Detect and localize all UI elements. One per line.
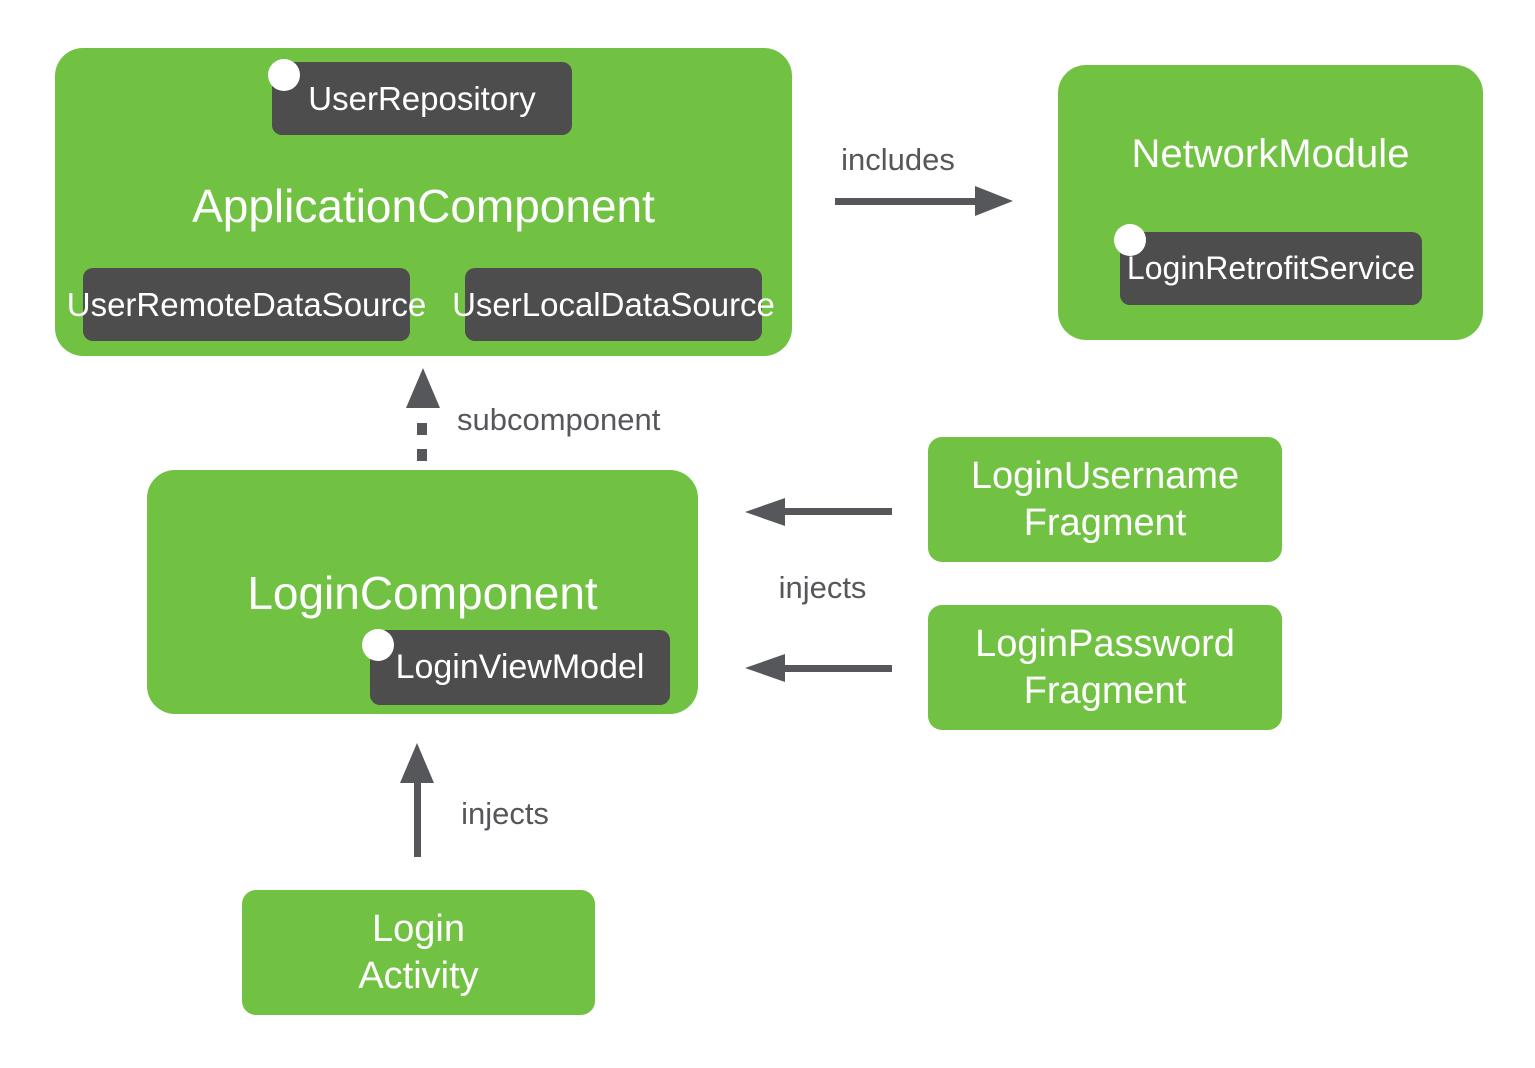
includes-arrowhead-icon (975, 186, 1013, 216)
login-view-model-label: LoginViewModel (395, 648, 645, 686)
user-repository-label: UserRepository (308, 79, 536, 117)
user-local-data-source-badge: UserLocalDataSource (452, 268, 775, 341)
activity-injects-edge-label: injects (461, 796, 549, 831)
password-injects-arrowhead-icon (745, 654, 785, 682)
login-password-fragment-line2: Fragment (1023, 669, 1187, 712)
application-component-title: ApplicationComponent (192, 180, 655, 232)
username-injects-arrowhead-icon (745, 498, 785, 526)
user-remote-data-source-label: UserRemoteDataSource (66, 285, 427, 323)
login-activity-line1: Login (372, 907, 465, 950)
includes-edge-label: includes (841, 142, 955, 177)
includes-arrow-shaft (835, 198, 977, 205)
password-injects-arrow-shaft (783, 665, 892, 672)
login-password-fragment-box: LoginPassword Fragment (928, 605, 1282, 730)
login-password-fragment-line1: LoginPassword (975, 622, 1235, 665)
fragments-injects-edge-label: injects (778, 570, 867, 605)
scope-dot-icon (362, 629, 394, 661)
subcomponent-arrowhead-icon (406, 368, 440, 408)
login-retrofit-service-label: LoginRetrofitService (1126, 250, 1416, 286)
login-username-fragment-line2: Fragment (1023, 501, 1187, 544)
subcomponent-edge-label: subcomponent (457, 402, 661, 437)
activity-injects-arrowhead-icon (400, 743, 434, 783)
network-module-title: NetworkModule (1131, 132, 1410, 176)
login-retrofit-service-badge: LoginRetrofitService (1114, 224, 1422, 305)
user-local-data-source-label: UserLocalDataSource (452, 285, 775, 323)
scope-dot-icon (1114, 224, 1146, 256)
subcomponent-arrow-dash (417, 423, 427, 435)
login-username-fragment-box: LoginUsername Fragment (928, 437, 1282, 562)
activity-injects-arrow-shaft (414, 779, 421, 857)
scope-dot-icon (268, 59, 300, 91)
subcomponent-arrow-dash (417, 449, 427, 461)
login-view-model-badge: LoginViewModel (362, 629, 670, 705)
username-injects-arrow-shaft (783, 508, 892, 515)
user-remote-data-source-badge: UserRemoteDataSource (67, 268, 426, 341)
user-repository-badge: UserRepository (268, 59, 572, 135)
login-activity-line2: Activity (358, 954, 479, 997)
login-component-title: LoginComponent (247, 567, 598, 619)
login-username-fragment-line1: LoginUsername (970, 454, 1240, 497)
login-activity-box: Login Activity (242, 890, 595, 1015)
